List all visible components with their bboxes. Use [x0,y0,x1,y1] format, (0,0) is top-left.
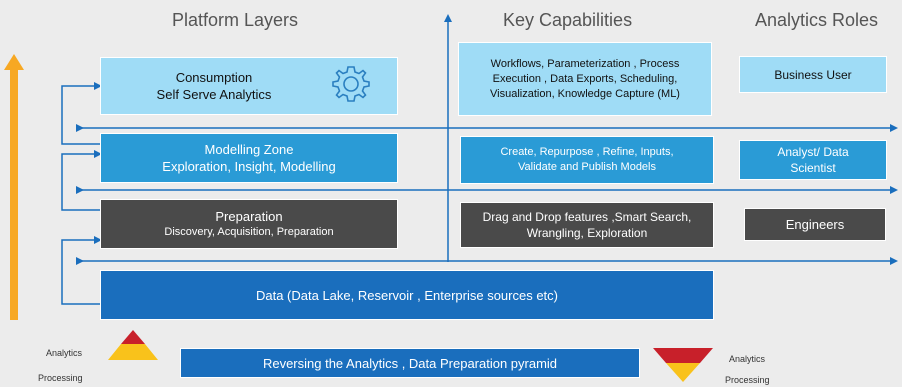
layer-preparation-subtitle: Discovery, Acquisition, Preparation [164,226,334,238]
role-engineers: Engineers [744,208,886,241]
connector-modelling-to-consumption [61,82,102,145]
header-key-capabilities: Key Capabilities [503,10,633,30]
layer-modelling-subtitle: Exploration, Insight, Modelling [162,159,336,174]
header-analytics-roles: Analytics Roles [755,10,879,30]
capability-consumption-line-2: Execution , Data Exports, Scheduling, [492,72,678,85]
layer-preparation-title: Preparation [215,209,283,224]
layer-consumption: Consumption Self Serve Analytics [100,57,398,115]
pyramid-banner-text: Reversing the Analytics , Data Preparati… [262,355,558,371]
connector-data-to-preparation [61,236,102,305]
role-analyst-line-1: Analyst/ Data [777,145,849,159]
left-pyramid-base [108,344,158,360]
role-analyst: Analyst/ Data Scientist [739,140,887,180]
capability-preparation-line-2: Wrangling, Exploration [526,226,648,240]
capability-consumption-line-1: Workflows, Parameterization , Process [490,57,680,70]
right-pyramid-top [653,348,713,363]
capability-modelling: Create, Repurpose , Refine, Inputs, Vali… [460,136,714,184]
connector-preparation-to-modelling [61,150,102,211]
left-pyramid-label-analytics: Analytics [46,348,83,358]
header-platform-layers: Platform Layers [172,10,299,30]
layer-data: Data (Data Lake, Reservoir , Enterprise … [100,270,714,320]
layer-modelling-title: Modelling Zone [204,142,294,157]
right-pyramid-base [666,363,700,382]
role-engineers-label: Engineers [785,217,845,232]
upward-progress-arrow [10,68,18,320]
role-business-user: Business User [739,56,887,93]
gear-icon [332,66,370,102]
right-pyramid-label-analytics: Analytics [729,354,766,364]
right-pyramid-label-processing: Processing [725,375,770,385]
upward-progress-arrowhead [4,54,24,70]
layer-modelling-zone: Modelling Zone Exploration, Insight, Mod… [100,133,398,183]
capability-consumption-line-3: Visualization, Knowledge Capture (ML) [490,87,680,100]
layer-consumption-subtitle: Self Serve Analytics [156,87,272,102]
layer-consumption-title: Consumption [175,70,253,85]
pyramid-banner: Reversing the Analytics , Data Preparati… [180,348,640,378]
capability-consumption: Workflows, Parameterization , Process Ex… [458,42,712,116]
left-pyramid-label-processing: Processing [38,373,83,383]
layer-data-title: Data (Data Lake, Reservoir , Enterprise … [255,287,558,303]
layer-preparation: Preparation Discovery, Acquisition, Prep… [100,199,398,249]
left-pyramid-top [121,330,145,344]
capability-modelling-line-1: Create, Repurpose , Refine, Inputs, [500,146,674,158]
capability-preparation: Drag and Drop features ,Smart Search, Wr… [460,202,714,248]
capability-preparation-line-1: Drag and Drop features ,Smart Search, [482,210,692,224]
capability-modelling-line-2: Validate and Publish Models [518,161,656,173]
role-business-user-label: Business User [774,67,852,82]
role-analyst-line-2: Scientist [790,161,836,175]
